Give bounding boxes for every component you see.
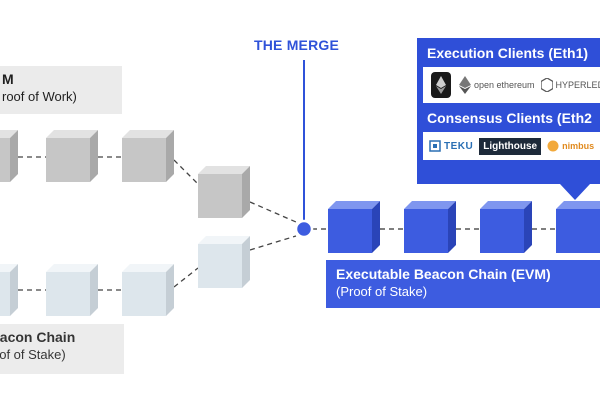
nimbus-icon: nimbus bbox=[547, 140, 594, 152]
nimbus-text: nimbus bbox=[562, 141, 595, 151]
lighthouse-icon: Lighthouse bbox=[479, 137, 542, 155]
beacon-chain-title: eacon Chain bbox=[0, 329, 76, 345]
teku-text: TEKU bbox=[444, 140, 474, 152]
beacon-chain-subtitle: oof of Stake) bbox=[0, 347, 66, 362]
beacon-block bbox=[122, 264, 174, 316]
openethereum-icon: open ethereum bbox=[459, 76, 535, 94]
execution-clients-logos: open ethereum HYPERLEDGER BESU bbox=[423, 67, 600, 103]
pow-chain-label: M roof of Work) bbox=[0, 66, 122, 114]
executable-chain-title: Executable Beacon Chain (EVM) bbox=[336, 266, 551, 282]
pow-chain-title: M bbox=[2, 71, 14, 87]
geth-icon bbox=[429, 70, 453, 100]
merge-title: THE MERGE bbox=[254, 37, 340, 53]
beacon-block bbox=[46, 264, 98, 316]
beacon-block bbox=[198, 236, 250, 288]
besu-text: HYPERLEDGER BESU bbox=[555, 80, 600, 90]
pow-block bbox=[122, 130, 174, 182]
pow-block bbox=[46, 130, 98, 182]
clients-panel: Execution Clients (Eth1) open ethereum H… bbox=[417, 38, 600, 184]
lighthouse-text: Lighthouse bbox=[483, 140, 538, 152]
evm-block bbox=[404, 201, 456, 253]
pow-block bbox=[0, 130, 18, 182]
consensus-clients-logos: TEKU Lighthouse nimbus bbox=[423, 132, 600, 160]
evm-block bbox=[480, 201, 532, 253]
merge-node bbox=[294, 219, 314, 239]
pow-chain-subtitle: roof of Work) bbox=[2, 89, 77, 104]
execution-clients-heading: Execution Clients (Eth1) bbox=[427, 45, 589, 61]
beacon-connectors bbox=[18, 235, 297, 291]
executable-chain-subtitle: (Proof of Stake) bbox=[336, 284, 428, 299]
teku-icon: TEKU bbox=[429, 140, 473, 152]
consensus-clients-heading: Consensus Clients (Eth2 bbox=[427, 110, 592, 126]
besu-icon: HYPERLEDGER BESU bbox=[540, 78, 600, 92]
clients-callout-pointer bbox=[560, 184, 590, 200]
evm-block bbox=[556, 201, 600, 253]
beacon-chain-label: eacon Chain oof of Stake) bbox=[0, 324, 124, 374]
pow-connectors bbox=[18, 156, 297, 223]
executable-chain-label: Executable Beacon Chain (EVM) (Proof of … bbox=[326, 260, 600, 308]
beacon-block bbox=[0, 264, 18, 316]
pow-block bbox=[198, 166, 250, 218]
evm-block bbox=[328, 201, 380, 253]
openethereum-text: open ethereum bbox=[474, 80, 535, 90]
